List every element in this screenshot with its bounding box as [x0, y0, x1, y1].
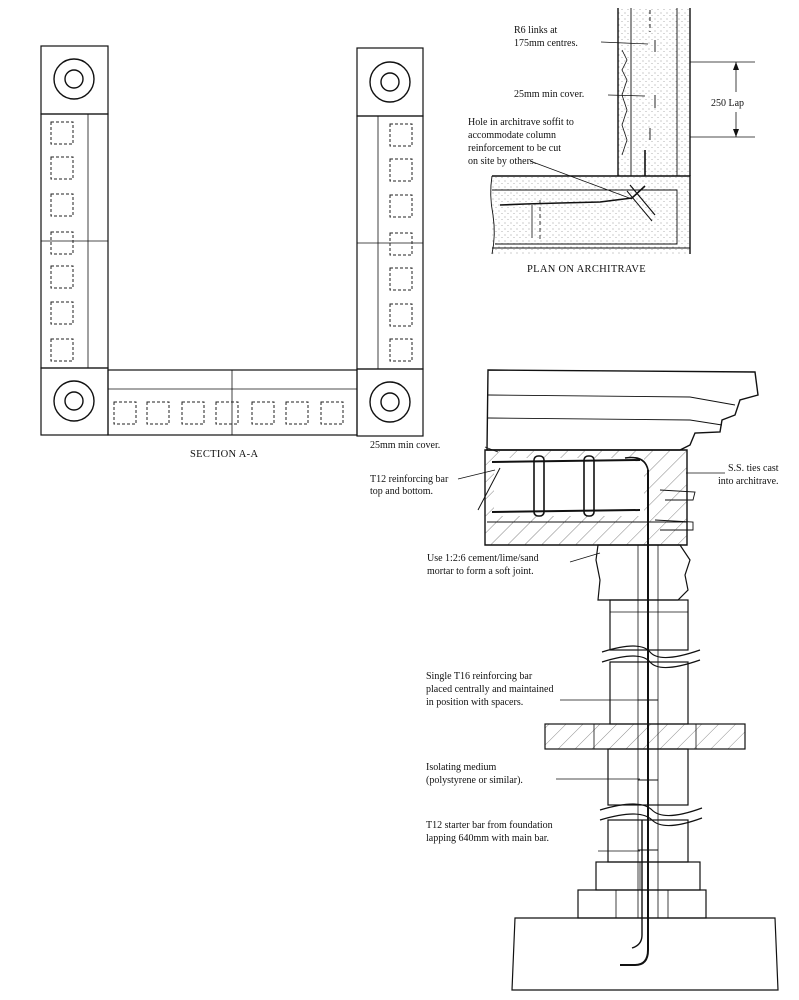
architrave-cornice: [484, 369, 759, 546]
ss-ties-label: S.S. ties cast into architrave.: [718, 463, 781, 487]
column-elevation: 25mm min cover. T12 reinforcing bar top …: [370, 369, 781, 991]
void-square: [50, 301, 74, 325]
void-square: [389, 123, 413, 147]
voids-right-leg: [389, 123, 413, 362]
leader-cover: [607, 94, 646, 97]
section-a-a: SECTION A-A: [40, 45, 424, 460]
void-square: [320, 401, 344, 425]
corner-block-top-left: [40, 45, 109, 115]
plan-column: [617, 8, 691, 180]
void-square: [251, 401, 275, 425]
column-shaft: [544, 470, 746, 966]
voids-bottom-span: [113, 401, 344, 425]
plan-architrave: [490, 175, 691, 255]
corner-block-top-right: [356, 47, 424, 117]
lap-label: 250 Lap: [711, 98, 744, 109]
void-square: [50, 121, 74, 145]
left-leg: [40, 113, 109, 369]
void-square: [389, 158, 413, 182]
leader-hole: [529, 160, 633, 200]
void-square: [389, 194, 413, 218]
isolating-medium-label: Isolating medium (polystyrene or similar…: [426, 762, 523, 786]
void-square: [181, 401, 205, 425]
links-label: R6 links at 175mm centres.: [514, 25, 578, 49]
leader-t12: [457, 469, 496, 480]
void-square: [50, 231, 74, 255]
void-square: [50, 338, 74, 362]
void-square: [389, 232, 413, 256]
void-square: [215, 401, 239, 425]
void-square: [50, 193, 74, 217]
mortar-label: Use 1:2:6 cement/lime/sand mortar to for…: [427, 553, 541, 577]
void-square: [113, 401, 137, 425]
void-square: [285, 401, 309, 425]
void-square: [389, 338, 413, 362]
elevation-cover-label: 25mm min cover.: [370, 440, 440, 451]
void-square: [389, 303, 413, 327]
lap-dimension: 250 Lap: [690, 61, 755, 138]
plan-cover-label: 25mm min cover.: [514, 89, 584, 100]
void-square: [146, 401, 170, 425]
plan-on-architrave: 250 Lap R6 links at 175mm centres. 25mm …: [468, 8, 755, 275]
foundation: [511, 917, 779, 991]
corner-block-bottom-left: [40, 367, 109, 436]
leader-mortar: [569, 552, 601, 563]
starter-bar-label: T12 starter bar from foundation lapping …: [426, 820, 555, 844]
voids-left-leg: [50, 121, 74, 362]
void-square: [389, 267, 413, 291]
corner-block-bottom-right: [356, 368, 424, 437]
hole-label: Hole in architrave soffit to accommodate…: [468, 117, 576, 167]
void-square: [50, 265, 74, 289]
void-square: [50, 156, 74, 180]
plan-on-architrave-title: PLAN ON ARCHITRAVE: [527, 264, 646, 275]
leader-links: [600, 41, 649, 45]
right-leg: [356, 115, 424, 370]
leader-elev-cover: [484, 446, 499, 453]
t12-top-bottom-label: T12 reinforcing bar top and bottom.: [370, 474, 451, 497]
architrave-reinforcement: [477, 455, 649, 517]
t16-bar-label: Single T16 reinforcing bar placed centra…: [426, 671, 556, 708]
section-a-a-title: SECTION A-A: [190, 449, 258, 460]
